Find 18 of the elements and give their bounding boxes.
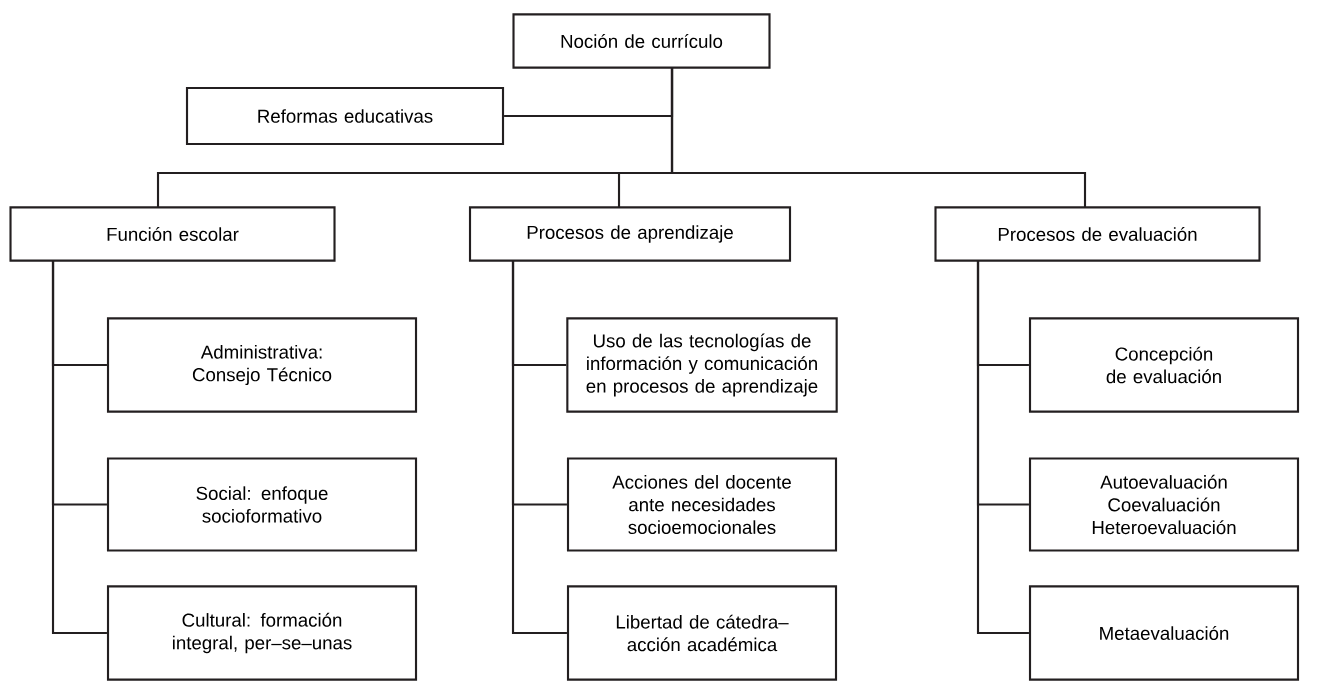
category-box: Procesos de aprendizaje — [468, 206, 792, 262]
topic-box: Libertad de cátedra–acción académica — [566, 585, 838, 681]
category-box: Función escolar — [9, 206, 336, 262]
topic-box: Metaevaluación — [1028, 585, 1300, 681]
connector-line — [51, 261, 107, 635]
category-box: Reformas educativas — [185, 86, 505, 146]
connector-line — [670, 68, 1087, 207]
topic-box: Uso de las tecnologías de información y comunicación en procesos de aprendizaje — [566, 317, 838, 413]
connector-line — [976, 261, 1029, 635]
category-box: Procesos de evaluación — [934, 206, 1261, 262]
topic-box: Acciones del docente ante necesidades socioemocionales — [566, 457, 838, 552]
connector-line — [511, 261, 567, 635]
title-box: Noción de currículo — [512, 13, 771, 69]
topic-box: Autoevaluación Coevaluación Heteroevaluación — [1028, 457, 1300, 552]
topic-box: Social: enfoque socioformativo — [106, 457, 418, 552]
topic-box: Concepción de evaluación — [1028, 317, 1300, 413]
topic-box: Administrativa: Consejo Técnico — [106, 317, 418, 413]
topic-box: Cultural: formación integral, per–se–unas — [106, 585, 418, 681]
